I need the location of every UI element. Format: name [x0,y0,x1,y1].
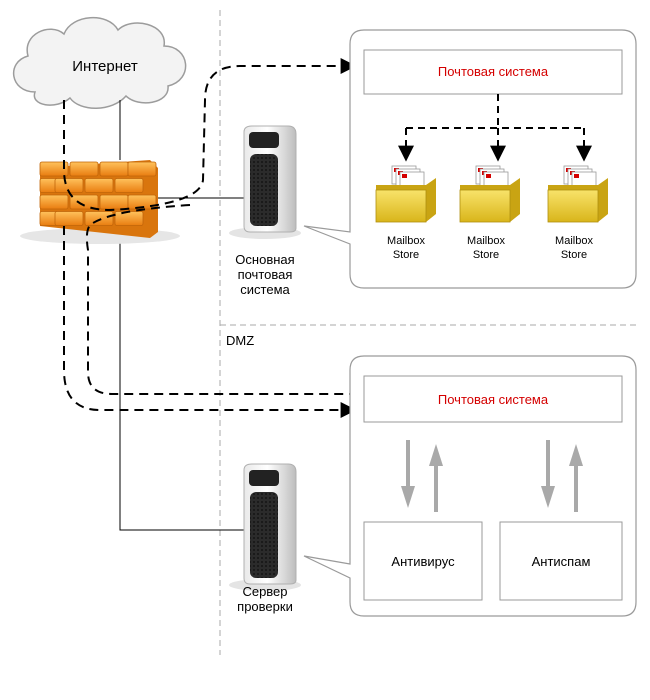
internet-cloud-icon [12,16,187,109]
firewall-brick [127,161,157,177]
antispam-box [499,521,623,601]
firewall-brick [69,194,99,210]
antivirus-label: Антивирус [391,554,455,569]
firewall-brick [69,161,99,177]
firewall-brick [39,194,69,210]
antivirus-arrows [401,440,443,512]
firewall-check-server-line [119,235,245,531]
bottom-mail-system-label: Почтовая система [437,392,549,407]
mailbox-store-icon [375,165,436,223]
flow-loop-to-bottom-mail [85,204,355,395]
firewall-brick [39,161,69,177]
check-server-label: Сервер проверки [237,584,293,614]
main-server-label: Основная почтовая система [235,252,295,297]
firewall-brick [114,178,144,193]
firewall-brick [54,211,84,226]
firewall-brick [84,178,114,193]
bottom-mail-system-box [363,375,623,423]
internet-label: Интернет [72,58,138,75]
mailbox-store-icon [547,165,608,223]
top-mail-system-box [363,49,623,95]
antispam-label: Антиспам [531,554,591,569]
firewall-brick [114,211,144,226]
firewall-brick [99,194,129,210]
main-server-icon [229,125,301,239]
firewall-brick [99,161,129,177]
antispam-arrows [541,440,583,512]
flow-internet-to-top-mail [63,58,357,212]
mailbox-store-icon [459,165,520,223]
firewall-icon [39,160,158,238]
top-mail-system-label: Почтовая система [437,64,549,79]
antivirus-box [363,521,483,601]
firewall-brick [84,211,114,226]
check-server-icon [229,463,301,591]
dmz-label: DMZ [226,333,255,348]
